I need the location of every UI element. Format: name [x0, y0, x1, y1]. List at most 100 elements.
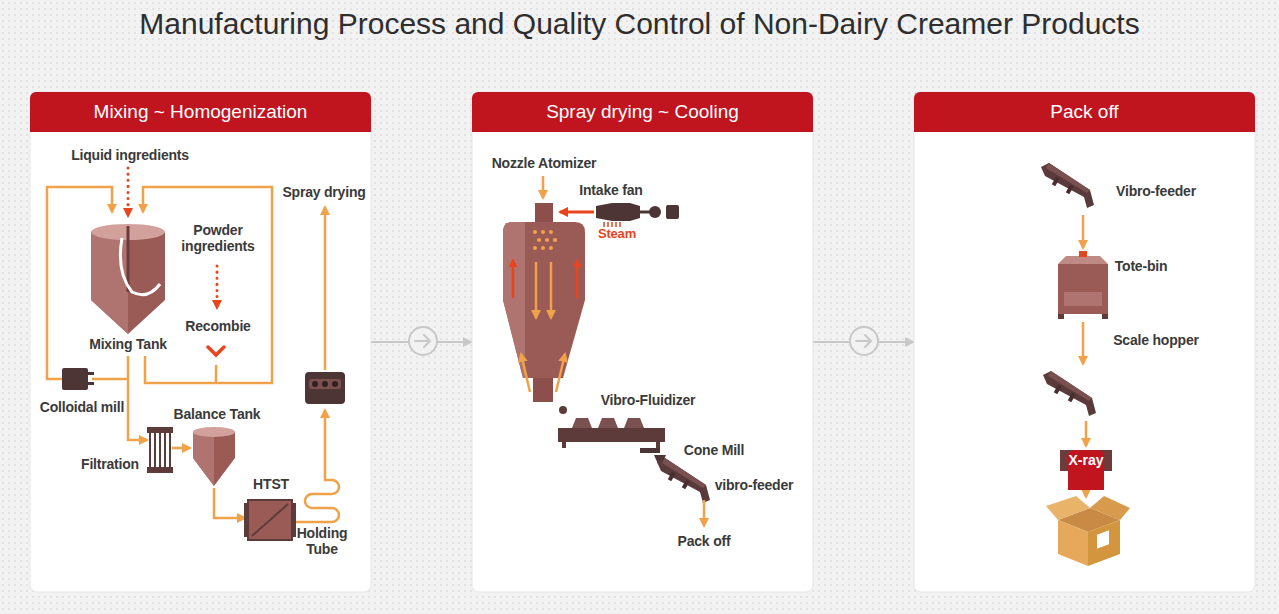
vibro-feeder-icon — [1041, 163, 1094, 208]
step-arrow-icon — [409, 327, 878, 355]
inspection-box: X-ray — [1060, 450, 1112, 471]
equipment-label: Colloidal mill — [40, 399, 124, 415]
shipping-box — [1046, 496, 1090, 520]
panel-ground — [472, 92, 813, 592]
balance-tank — [193, 427, 235, 486]
equipment-label: Liquid ingredients — [71, 147, 189, 163]
balance-tank — [193, 432, 214, 486]
step-arrow-icon — [850, 327, 878, 355]
spray-dryer — [542, 176, 545, 198]
filter — [148, 428, 172, 472]
process-pipe — [214, 488, 245, 518]
balance-tank — [193, 427, 235, 437]
process-pipe — [324, 207, 327, 370]
panel-heading: Mixing ~ Homogenization — [30, 92, 371, 132]
ingredient-arrow — [216, 266, 219, 308]
colloidal-mill — [88, 382, 94, 385]
spray-dryer — [533, 246, 537, 250]
panel-ground — [30, 92, 1255, 592]
spray-dryer — [503, 176, 585, 402]
stage-panel: Mixing ~ Homogenization — [30, 92, 371, 592]
equipment-label: Pack off — [678, 533, 731, 549]
spray-dryer — [535, 262, 538, 318]
filter — [148, 428, 172, 432]
panel-ground — [914, 92, 1255, 592]
equipment-label: Steam — [598, 227, 636, 242]
equipment-label: HTST — [253, 476, 289, 492]
filter — [150, 432, 170, 468]
equipment-label: vibro-feeder — [715, 477, 794, 493]
pump — [332, 381, 338, 387]
equipment-label: Powder ingredients — [172, 222, 264, 254]
tote-bin — [1064, 292, 1102, 306]
shipping-box — [1058, 520, 1088, 566]
filter — [148, 468, 172, 472]
vibro-feeder-icon — [1043, 371, 1096, 416]
filter — [155, 432, 165, 468]
equipment-label: Spray drying — [282, 184, 365, 200]
tote-bin — [1058, 314, 1064, 319]
pump — [322, 381, 328, 387]
stage-panel: Pack offX-ray — [914, 92, 1255, 592]
ingredient-arrow — [208, 347, 224, 355]
spray-dryer — [541, 246, 545, 250]
spray-dryer — [521, 354, 530, 392]
spray-dryer — [541, 230, 545, 234]
equipment-label: Nozzle Atomizer — [492, 155, 597, 171]
process-pipe — [128, 356, 147, 440]
equipment-label: Recombie — [185, 318, 250, 334]
equipment-label: Vibro-feeder — [1116, 183, 1196, 199]
equipment-label: Balance Tank — [174, 406, 261, 422]
vibro-fluidizer — [559, 406, 567, 414]
colloidal-mill — [62, 368, 94, 390]
spray-dryer — [537, 238, 541, 242]
spray-dryer — [513, 260, 577, 392]
tote-bin — [1058, 264, 1108, 314]
intake-fan — [640, 211, 650, 214]
inspection-label: X-ray — [1068, 450, 1103, 490]
shipping-box — [1088, 520, 1120, 566]
intake-fan — [560, 211, 594, 214]
ingredient-arrow — [127, 168, 130, 216]
mixing-tank — [120, 238, 160, 295]
ingredient-arrow — [215, 366, 218, 383]
spray-dryer — [576, 260, 579, 298]
process-arrow — [1082, 322, 1085, 364]
process-pipe — [292, 410, 339, 522]
panel-ground — [30, 92, 371, 592]
pump — [305, 372, 345, 404]
process-pipe — [47, 187, 339, 522]
pump — [309, 379, 341, 389]
equipment-label: Holding Tube — [291, 525, 353, 557]
htst-exchanger — [292, 503, 296, 537]
process-arrow — [703, 500, 706, 526]
intake-fan — [560, 203, 679, 227]
htst-exchanger — [252, 504, 288, 536]
spray-dryer — [512, 260, 515, 298]
colloidal-mill — [62, 368, 88, 390]
vibro-fluidizer — [562, 442, 566, 448]
tote-bin — [1079, 251, 1087, 257]
vibro-feeder-icon — [657, 458, 710, 503]
cone-mill — [640, 448, 660, 453]
equipment-label: Vibro-Fluidizer — [601, 392, 696, 408]
htst-exchanger — [244, 503, 248, 537]
tote-bin — [1102, 314, 1108, 319]
pump — [305, 372, 345, 404]
shipping-box — [1097, 530, 1109, 548]
mixing-tank — [91, 232, 128, 334]
vibro-fluidizer — [558, 406, 665, 448]
step-arrow-icon — [415, 335, 430, 347]
process-pipe — [92, 378, 128, 381]
tote-bin — [1058, 256, 1108, 264]
equipment-label: Filtration — [81, 456, 139, 472]
step-arrow-icon — [856, 335, 871, 347]
spray-dryer — [556, 354, 565, 392]
vibro-feeder-icon — [657, 163, 1096, 503]
htst-exchanger — [244, 500, 296, 540]
vibro-fluidizer — [558, 428, 665, 442]
balance-tank — [193, 432, 235, 486]
spray-dryer — [533, 230, 537, 234]
process-pipe — [172, 447, 190, 450]
colloidal-mill — [88, 372, 94, 375]
